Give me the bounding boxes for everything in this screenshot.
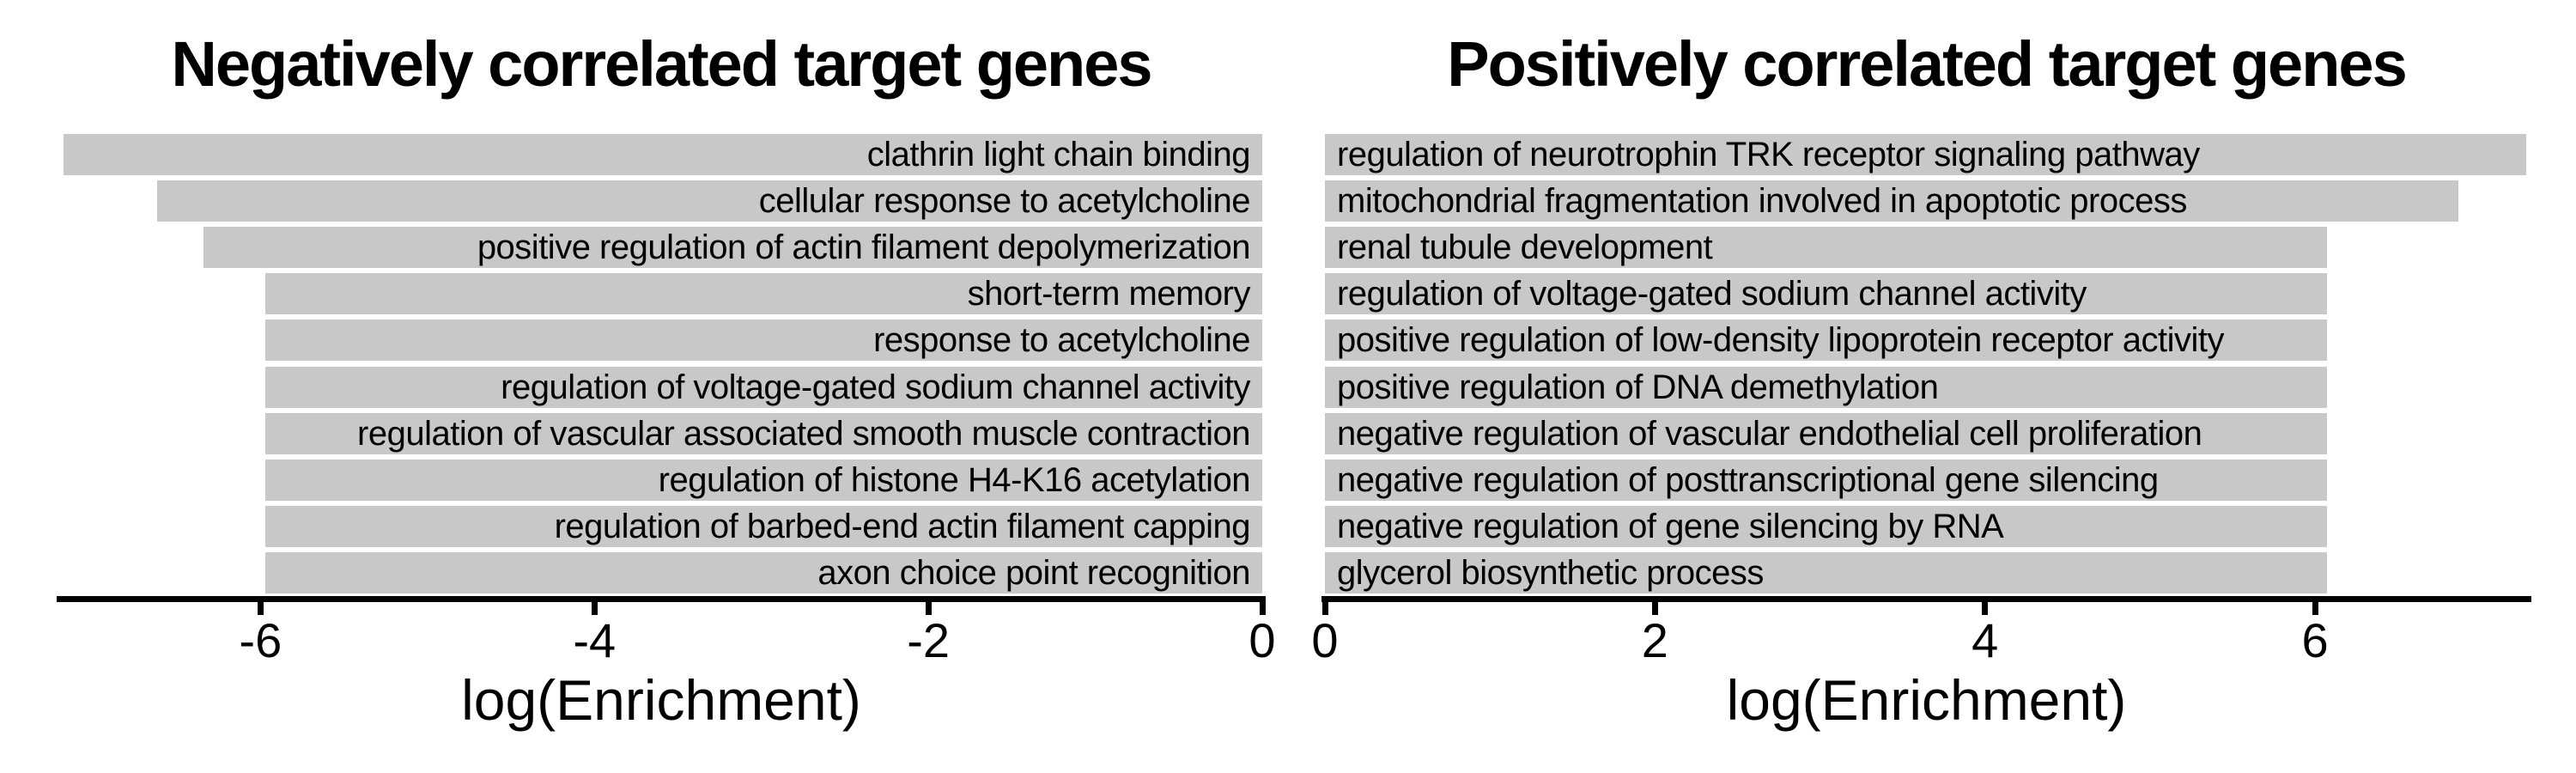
- axis-tick-label: 4: [1971, 613, 1999, 667]
- x-axis-line: [57, 596, 1266, 602]
- bar: glycerol biosynthetic process: [1325, 552, 2327, 594]
- axis-tick: [1259, 602, 1266, 615]
- bar-label: mitochondrial fragmentation involved in …: [1337, 181, 2187, 220]
- bar: positive regulation of DNA demethylation: [1325, 366, 2327, 408]
- bar: negative regulation of gene silencing by…: [1325, 506, 2327, 548]
- bar: renal tubule development: [1325, 226, 2327, 268]
- bar-label: renal tubule development: [1337, 228, 1713, 266]
- chart-title-negative: Negatively correlated target genes: [171, 28, 1152, 100]
- axis-tick-label: 2: [1641, 613, 1668, 667]
- bar: regulation of voltage-gated sodium chann…: [265, 366, 1262, 408]
- bar: regulation of voltage-gated sodium chann…: [1325, 273, 2327, 315]
- bar-label: response to acetylcholine: [873, 321, 1250, 360]
- axis-tick-label: 0: [1249, 613, 1276, 667]
- x-axis-label-negative: log(Enrichment): [461, 668, 861, 732]
- bar-label: regulation of voltage-gated sodium chann…: [501, 368, 1250, 406]
- bar-label: clathrin light chain binding: [866, 135, 1251, 173]
- bar-label: negative regulation of vascular endothel…: [1337, 414, 2202, 453]
- axis-tick: [1651, 602, 1658, 615]
- bar: axon choice point recognition: [265, 552, 1262, 594]
- bar: regulation of vascular associated smooth…: [265, 412, 1262, 454]
- bar-label: glycerol biosynthetic process: [1337, 554, 1764, 593]
- axis-tick-label: 0: [1311, 613, 1339, 667]
- x-axis-line: [1321, 596, 2531, 602]
- bar: negative regulation of posttranscription…: [1325, 459, 2327, 501]
- axis-tick: [1321, 602, 1328, 615]
- axis-tick: [591, 602, 598, 615]
- bar-label: regulation of histone H4-K16 acetylation: [658, 460, 1251, 499]
- bar-label: regulation of neurotrophin TRK receptor …: [1337, 135, 2200, 173]
- bar: regulation of histone H4-K16 acetylation: [265, 459, 1262, 501]
- bar-label: cellular response to acetylcholine: [758, 181, 1251, 220]
- bar: positive regulation of actin filament de…: [204, 226, 1262, 268]
- bar: clathrin light chain binding: [63, 133, 1262, 175]
- bar: regulation of neurotrophin TRK receptor …: [1325, 133, 2527, 175]
- bar-label: axon choice point recognition: [817, 554, 1250, 593]
- bar: response to acetylcholine: [265, 320, 1262, 362]
- bar: positive regulation of low-density lipop…: [1325, 320, 2327, 362]
- bar-label: regulation of voltage-gated sodium chann…: [1337, 275, 2087, 313]
- bar: short-term memory: [265, 273, 1262, 315]
- axis-tick-label: 6: [2301, 613, 2329, 667]
- bar-label: negative regulation of posttranscription…: [1337, 460, 2159, 499]
- x-axis-label-positive: log(Enrichment): [1726, 668, 2127, 732]
- bar: mitochondrial fragmentation involved in …: [1325, 180, 2459, 222]
- axis-tick: [257, 602, 264, 615]
- chart-title-positive: Positively correlated target genes: [1447, 28, 2407, 100]
- bar-label: regulation of vascular associated smooth…: [357, 414, 1250, 453]
- axis-tick: [1982, 602, 1989, 615]
- axis-tick: [2312, 602, 2318, 615]
- bar-label: positive regulation of actin filament de…: [477, 228, 1251, 266]
- bar-label: short-term memory: [967, 275, 1251, 313]
- bar: cellular response to acetylcholine: [156, 180, 1262, 222]
- bar-label: regulation of barbed-end actin filament …: [554, 508, 1251, 546]
- axis-tick-label: -2: [907, 613, 950, 667]
- bar-label: negative regulation of gene silencing by…: [1337, 508, 2004, 546]
- bar: negative regulation of vascular endothel…: [1325, 412, 2327, 454]
- bar-label: positive regulation of low-density lipop…: [1337, 321, 2224, 360]
- axis-tick: [925, 602, 932, 615]
- bar-label: positive regulation of DNA demethylation: [1337, 368, 1939, 406]
- axis-tick-label: -6: [239, 613, 283, 667]
- bar: regulation of barbed-end actin filament …: [265, 506, 1262, 548]
- axis-tick-label: -4: [573, 613, 617, 667]
